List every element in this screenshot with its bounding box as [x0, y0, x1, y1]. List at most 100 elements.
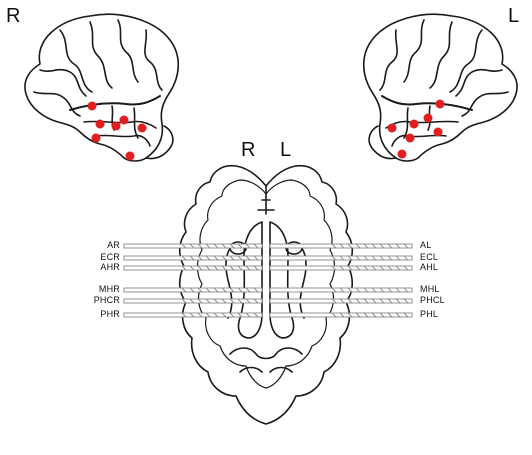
electrode-mhl-contact [355, 287, 361, 293]
left-contact-dot [405, 133, 415, 143]
electrode-ar-contact [245, 243, 251, 249]
electrode-phcl-probe [269, 298, 413, 304]
electrode-ahl-contact [403, 265, 409, 271]
electrode-mhr-contact [197, 287, 203, 293]
electrode-phcl-contact [387, 298, 393, 304]
right-sulcus-1 [59, 29, 93, 93]
electrode-label-ar: AR [107, 240, 120, 250]
electrode-phr-contact [245, 312, 251, 318]
right-cerebellum [145, 125, 174, 160]
electrode-al-contact [363, 243, 369, 249]
electrode-phl-probe [269, 312, 413, 318]
electrode-phcl-contact [363, 298, 369, 304]
electrode-mhl-contact [363, 287, 369, 293]
electrode-ecl-contact [363, 255, 369, 261]
left-temporal-sulcus-4 [403, 107, 409, 139]
left-sulcus-2 [429, 21, 453, 89]
electrode-phr-contact [237, 312, 243, 318]
electrode-phcl-contact [347, 298, 353, 304]
electrode-ahl-contact [355, 265, 361, 271]
electrode-ahl-contact [331, 265, 337, 271]
electrode-al-contact [371, 243, 377, 249]
electrode-label-ahl: AHL [420, 262, 439, 272]
electrode-ecl-contact [371, 255, 377, 261]
electrode-ahl-probe [269, 265, 413, 271]
right-contact-dot [95, 119, 105, 129]
electrode-label-mhr: MHR [98, 284, 120, 294]
electrode-ahr-contact [221, 265, 227, 271]
electrode-label-phcr: PHCR [93, 295, 120, 305]
electrode-ecr-contact [229, 255, 235, 261]
electrode-al-contact [387, 243, 393, 249]
electrode-ecl-contact [339, 255, 345, 261]
electrode-mhl-contact [331, 287, 337, 293]
electrode-al-contact [331, 243, 337, 249]
right-sulcus-2 [89, 21, 113, 89]
electrode-phcl-contact [331, 298, 337, 304]
electrode-mhl-contact [371, 287, 377, 293]
electrode-mhr-contact [189, 287, 195, 293]
electrode-phl-contact [347, 312, 353, 318]
right-sulcus-5 [39, 68, 87, 97]
electrode-mhr-probe [123, 287, 263, 293]
electrode-ecl-contact [379, 255, 385, 261]
electrode-mhr-contact [205, 287, 211, 293]
right-contact-dot [125, 151, 135, 161]
electrode-ahl-contact [379, 265, 385, 271]
left-sulcus-3 [403, 19, 425, 83]
electrode-mhl-contact [395, 287, 401, 293]
electrode-ahr-contact [237, 265, 243, 271]
right-contact-dot [137, 123, 147, 133]
electrode-phr-contact [213, 312, 219, 318]
electrode-al-contact [403, 243, 409, 249]
electrode-mhl-contact [339, 287, 345, 293]
axial-brain-section [178, 164, 354, 425]
left-probes [269, 243, 413, 318]
electrode-ahr-contact [181, 265, 187, 271]
electrode-ecl-contact [331, 255, 337, 261]
left-sulcus-6 [461, 91, 509, 117]
right-contact-dot [91, 133, 101, 143]
left-contact-dot [387, 123, 397, 133]
electrode-mhr-contact [221, 287, 227, 293]
right-probes [123, 243, 263, 318]
electrode-phl-contact [403, 312, 409, 318]
electrode-al-contact [355, 243, 361, 249]
electrode-phcr-contact [197, 298, 203, 304]
electrode-mhl-contact [379, 287, 385, 293]
electrode-phcl-contact [339, 298, 345, 304]
axial-midline [257, 185, 275, 215]
electrode-phl-contact [379, 312, 385, 318]
electrode-ar-contact [253, 243, 259, 249]
electrode-mhl-contact [403, 287, 409, 293]
electrode-label-phcl: PHCL [420, 295, 445, 305]
electrode-phcr-contact [237, 298, 243, 304]
electrode-ahr-contact [253, 265, 259, 271]
electrode-phcr-contact [213, 298, 219, 304]
right-temporal-sulcus-2 [95, 134, 151, 147]
left-contact-dot [397, 149, 407, 159]
left-sylvian-fissure [381, 95, 473, 111]
electrode-phr-contact [189, 312, 195, 318]
electrode-phcr-contact [245, 298, 251, 304]
electrode-al-contact [339, 243, 345, 249]
electrode-phcl-contact [403, 298, 409, 304]
electrode-phcr-contact [221, 298, 227, 304]
electrode-ecr-contact [253, 255, 259, 261]
electrode-ecr-contact [189, 255, 195, 261]
electrode-ar-contact [221, 243, 227, 249]
left-contact-dot [435, 99, 445, 109]
right-contact-dots [87, 101, 147, 161]
electrode-phr-probe [123, 312, 263, 318]
electrode-phr-contact [253, 312, 259, 318]
electrode-ar-contact [197, 243, 203, 249]
electrode-ecl-contact [387, 255, 393, 261]
left-basal-region [297, 243, 307, 319]
electrode-phcl-contact [379, 298, 385, 304]
electrode-phcr-contact [205, 298, 211, 304]
electrode-ecl-contact [347, 255, 353, 261]
right-brain-outline [24, 13, 180, 162]
electrode-phl-contact [387, 312, 393, 318]
electrode-phcl-contact [395, 298, 401, 304]
electrode-ecr-contact [213, 255, 219, 261]
